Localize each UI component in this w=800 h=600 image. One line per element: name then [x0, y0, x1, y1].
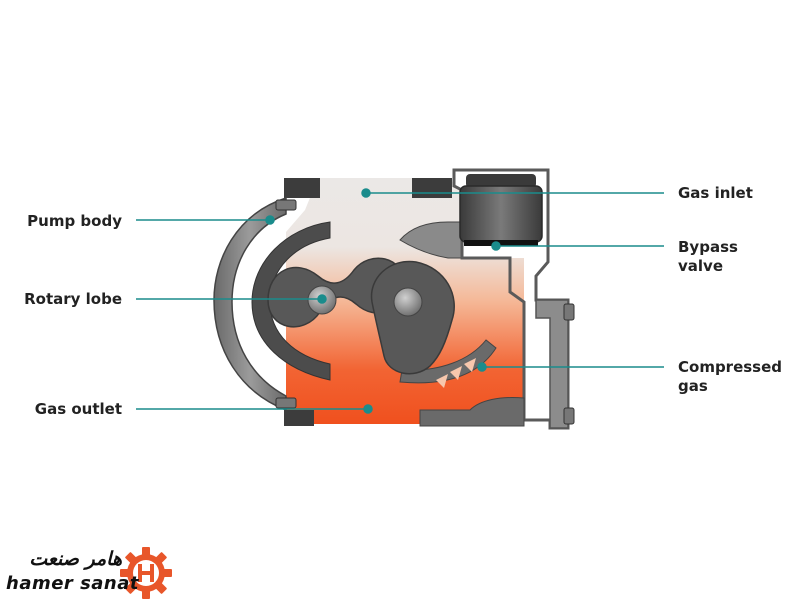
logo-english-text: hamer sanat — [6, 573, 139, 594]
label-bypass-valve: Bypass valve — [678, 238, 738, 275]
bypass-valve — [459, 174, 543, 246]
casing-right-wall — [535, 299, 569, 429]
leader-dot-gas-outlet — [363, 404, 373, 414]
valve-cap — [466, 174, 536, 188]
casing-right-inner — [399, 339, 497, 384]
flow-arrow — [464, 358, 476, 372]
inlet-flange-left — [284, 178, 320, 198]
outlet-flange-right — [419, 397, 525, 427]
flow-arrows — [436, 358, 476, 388]
leader-lines — [136, 188, 664, 414]
outlet-flange-left — [284, 410, 314, 426]
flow-arrow — [436, 374, 448, 388]
bolt-right-bottom — [563, 407, 575, 425]
label-compressed-gas: Compressed gas — [678, 358, 783, 395]
bolt-bottom-left — [275, 397, 297, 409]
label-rotary-lobe: Rotary lobe — [24, 290, 122, 308]
leader-dot-compressed-gas — [477, 362, 487, 372]
leader-dot-pump-body — [265, 215, 275, 225]
leader-dot-bypass-valve — [491, 241, 501, 251]
label-gas-outlet: Gas outlet — [34, 400, 122, 418]
rotary-lobe-right-hub — [393, 287, 423, 317]
bolt-right-top — [563, 303, 575, 321]
casing-left-inner — [251, 221, 331, 381]
leader-dot-rotary-lobe — [317, 294, 327, 304]
rotary-lobe-right — [370, 260, 455, 375]
leader-dot-gas-inlet — [361, 188, 371, 198]
rotary-lobes — [267, 257, 455, 375]
bolt-top-left — [275, 199, 297, 211]
gear-h-icon — [120, 547, 172, 599]
valve-seal — [464, 240, 538, 246]
casing-left — [213, 196, 287, 412]
inlet-flange-right — [412, 178, 452, 198]
flow-arrow — [450, 366, 462, 380]
valve-body — [459, 185, 543, 243]
label-pump-body: Pump body — [27, 212, 122, 230]
label-gas-inlet: Gas inlet — [678, 184, 753, 202]
logo-farsi-text: هامر صنعت — [29, 548, 122, 570]
